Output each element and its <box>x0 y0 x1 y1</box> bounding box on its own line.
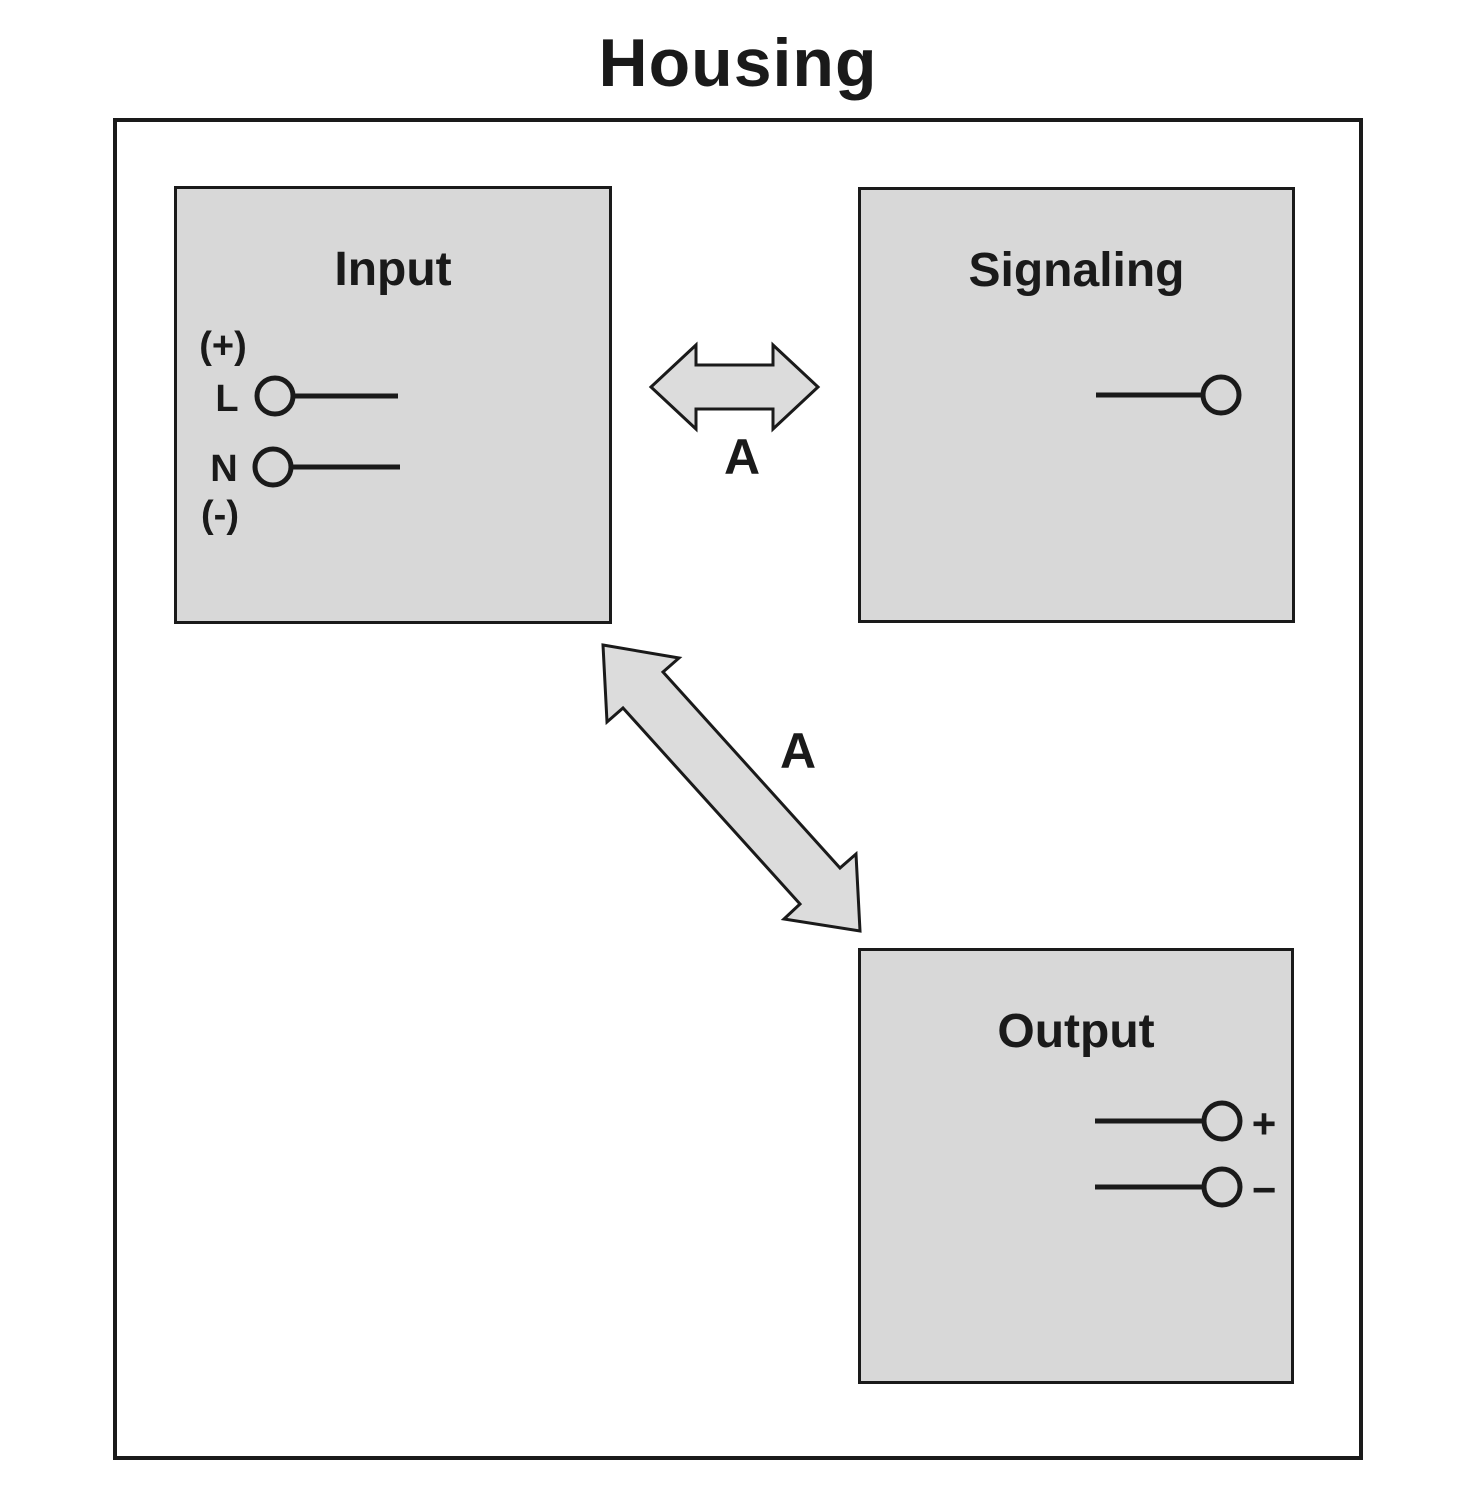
housing-frame <box>113 118 1363 1460</box>
input-minus-annotation: (-) <box>201 494 239 536</box>
module-input: Input (+) L N (-) <box>174 186 612 624</box>
output-minus-label: − <box>1251 1166 1277 1213</box>
input-title: Input <box>334 243 452 296</box>
input-neutral-label: N <box>210 448 238 490</box>
signaling-title: Signaling <box>968 244 1185 297</box>
module-output: Output + − <box>858 948 1294 1384</box>
input-line-label: L <box>215 378 239 420</box>
page-title: Housing <box>598 25 878 101</box>
output-title: Output <box>997 1005 1155 1058</box>
input-plus-annotation: (+) <box>199 325 247 367</box>
module-signaling: Signaling <box>858 187 1295 623</box>
output-plus-label: + <box>1251 1100 1277 1147</box>
label-arrow-input-signaling: A <box>723 429 761 485</box>
label-arrow-input-output: A <box>779 723 817 779</box>
